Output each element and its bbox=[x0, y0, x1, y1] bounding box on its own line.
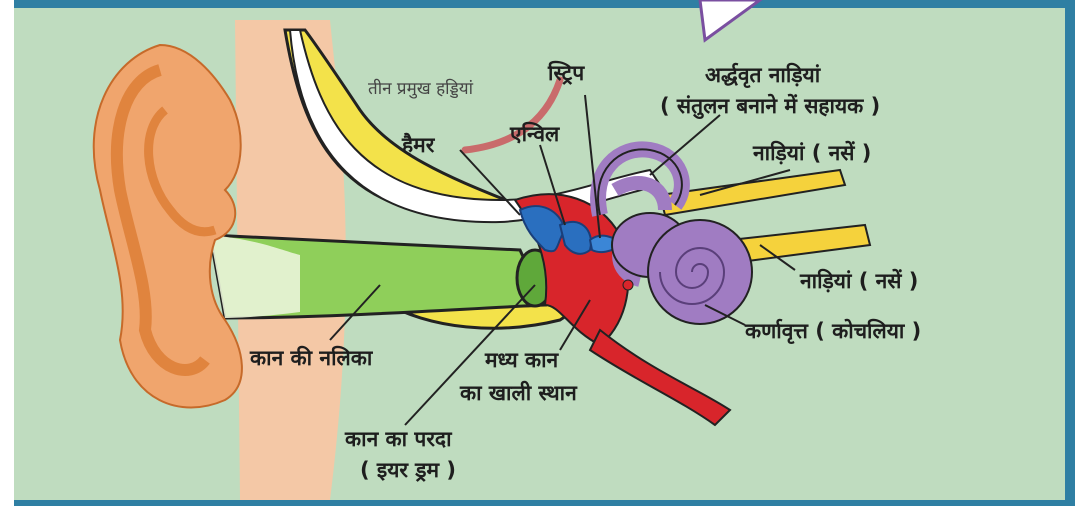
label-semicircular: अर्द्धवृत नाड़ियां bbox=[705, 62, 820, 88]
label-ear-drum-1: कान का परदा bbox=[345, 426, 452, 452]
label-stirrup: स्ट्रिप bbox=[548, 60, 584, 86]
label-ear-canal: कान की नलिका bbox=[250, 345, 372, 371]
round-window bbox=[623, 280, 633, 290]
label-hammer: हैमर bbox=[402, 132, 434, 158]
cochlea-shape bbox=[648, 220, 752, 324]
label-ear-drum-2: ( इयर ड्रम ) bbox=[360, 457, 456, 483]
label-middle-ear-2: का खाली स्थान bbox=[460, 380, 577, 406]
label-cochlea: कर्णावृत्त ( कोचलिया ) bbox=[745, 318, 921, 344]
label-semicircular-note: ( संतुलन बनाने में सहायक ) bbox=[660, 93, 880, 119]
label-nerves-1: नाड़ियां ( नसें ) bbox=[753, 140, 871, 166]
label-nerves-2: नाड़ियां ( नसें ) bbox=[800, 268, 918, 294]
label-middle-ear-1: मध्य कान bbox=[485, 347, 558, 373]
label-anvil: एन्विल bbox=[510, 121, 559, 147]
left-white-strip bbox=[0, 0, 14, 506]
label-three-bones: तीन प्रमुख हड्डियां bbox=[368, 76, 473, 102]
